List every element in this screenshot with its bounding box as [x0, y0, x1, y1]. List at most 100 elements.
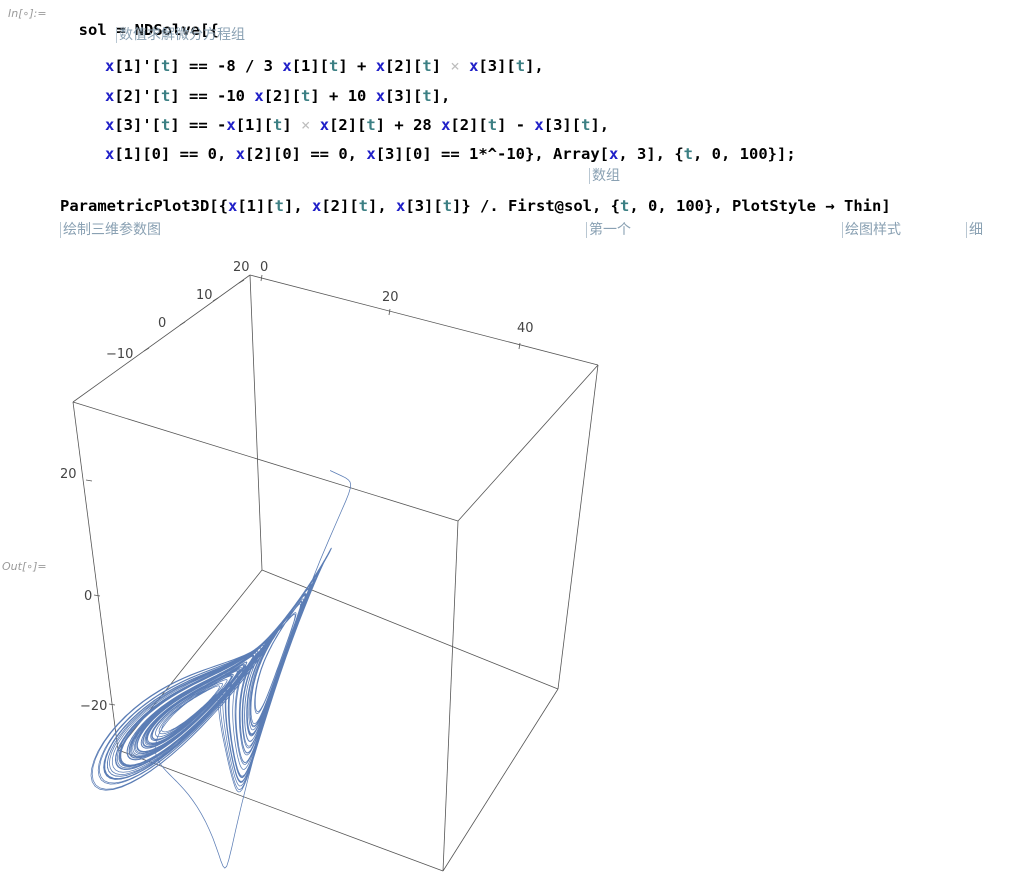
code-token: [2][: [450, 116, 488, 134]
code-token: ],: [368, 197, 397, 215]
code-token: ],: [525, 57, 544, 75]
output-cell-label: Out[∘]=: [2, 560, 47, 573]
code-token: [1][0] == 0,: [114, 145, 236, 163]
code-token: [3][: [405, 197, 443, 215]
code-token: ] +: [338, 57, 376, 75]
assign-op: =: [106, 21, 135, 39]
code-token: x: [441, 116, 451, 134]
code-token: x: [226, 116, 236, 134]
code-token: x: [312, 197, 322, 215]
code-token: [1][: [291, 57, 330, 75]
x-tick: 10: [196, 288, 213, 303]
code-token: [2][: [263, 87, 302, 105]
code-token: [3][: [543, 116, 582, 134]
code-token: ],: [590, 116, 610, 134]
y-tick: 0: [260, 260, 268, 275]
hint-first: 第一个: [586, 222, 631, 238]
hint-plotstyle: 绘图样式: [842, 222, 901, 238]
code-token: [1][: [235, 116, 274, 134]
code-token: t: [620, 197, 630, 215]
code-token: t: [274, 197, 284, 215]
code-token: x: [366, 145, 376, 163]
code-token: [1]'[: [114, 57, 162, 75]
code-token: x: [105, 145, 115, 163]
code-token: [310, 116, 319, 134]
code-token: ] == -: [170, 116, 227, 134]
bounding-box: [72, 274, 599, 872]
code-token: t: [683, 145, 693, 163]
code-token: ] -: [497, 116, 535, 134]
hint-parametricplot3d: 绘制三维参数图: [60, 222, 161, 238]
axis-x-tick-labels: −10 0 10 20: [106, 260, 250, 362]
code-token: x: [375, 57, 386, 75]
code-token: ]} /. First@sol, {: [452, 197, 621, 215]
code-token: ] == -8 / 3: [170, 57, 283, 75]
code-token: , 0, 100}];: [693, 145, 796, 163]
equation-1: x[1]'[t] == -8 / 3 x[1][t] + x[2][t] × x…: [105, 57, 544, 75]
code-token: [1][: [237, 197, 275, 215]
code-token: [2][: [321, 197, 359, 215]
ndsolve-call: NDSolve[{: [134, 21, 219, 39]
code-token: ]: [431, 57, 451, 75]
initial-conditions: x[1][0] == 0, x[2][0] == 0, x[3][0] == 1…: [105, 145, 796, 163]
code-token: t: [366, 116, 376, 134]
code-token: x: [235, 145, 246, 163]
code-line-sol[interactable]: sol = NDSolve[{: [60, 3, 219, 39]
code-token: t: [161, 116, 171, 134]
code-token: t: [422, 57, 432, 75]
code-token: [3]'[: [114, 116, 162, 134]
code-token: , 3], {: [618, 145, 684, 163]
x-tick: −10: [106, 347, 133, 362]
code-token: [2][: [329, 116, 367, 134]
code-token: x: [319, 116, 330, 134]
axis-y-tick-labels: 0 20 40: [260, 260, 534, 336]
z-tick: 20: [60, 467, 77, 482]
hint-ndsolve: 数值求解微分方程组: [116, 27, 245, 43]
tick-marks: [85, 274, 521, 706]
lorenz-3d-plot[interactable]: −10 0 10 20 0 20 40 20 0 −20: [40, 250, 620, 877]
code-token: ]: [282, 116, 302, 134]
code-token: t: [273, 116, 283, 134]
code-token: ×: [301, 116, 311, 134]
equation-3: x[3]'[t] == -x[1][t] × x[2][t] + 28 x[2]…: [105, 116, 609, 134]
code-token: , 0, 100}, PlotStyle → Thin]: [629, 197, 891, 215]
hint-array: 数组: [589, 168, 620, 184]
equation-2: x[2]'[t] == -10 x[2][t] + 10 x[3][t],: [105, 87, 450, 105]
plot-command: ParametricPlot3D[{x[1][t], x[2][t], x[3]…: [60, 197, 891, 215]
y-tick: 20: [382, 290, 399, 305]
code-token: ParametricPlot3D[{: [60, 197, 228, 215]
code-token: [3][: [385, 87, 423, 105]
code-token: t: [329, 57, 339, 75]
code-token: t: [301, 87, 311, 105]
code-token: x: [469, 57, 479, 75]
axis-z-tick-labels: 20 0 −20: [60, 467, 107, 714]
code-token: ],: [284, 197, 312, 215]
code-token: [2][: [385, 57, 423, 75]
code-token: t: [442, 197, 453, 215]
code-token: t: [515, 57, 526, 75]
code-token: [460, 57, 469, 75]
code-token: x: [105, 57, 115, 75]
z-tick: −20: [80, 699, 107, 714]
code-token: [2]'[: [114, 87, 162, 105]
code-token: ×: [450, 57, 460, 75]
z-tick: 0: [84, 589, 92, 604]
code-token: x: [608, 145, 619, 163]
code-token: x: [396, 197, 406, 215]
code-token: ],: [431, 87, 451, 105]
code-token: t: [161, 87, 171, 105]
code-token: x: [227, 197, 238, 215]
code-token: x: [105, 116, 115, 134]
y-tick: 40: [517, 321, 534, 336]
code-token: [2][0] == 0,: [245, 145, 367, 163]
code-token: x: [375, 87, 386, 105]
code-token: [3][: [478, 57, 516, 75]
code-token: x: [534, 116, 544, 134]
code-token: ] + 28: [375, 116, 442, 134]
code-token: t: [358, 197, 369, 215]
sol-symbol: sol: [78, 21, 107, 39]
code-token: x: [282, 57, 292, 75]
code-token: [3][0] == 1*^-10}, Array[: [375, 145, 609, 163]
x-tick: 20: [233, 260, 250, 275]
code-token: x: [254, 87, 264, 105]
